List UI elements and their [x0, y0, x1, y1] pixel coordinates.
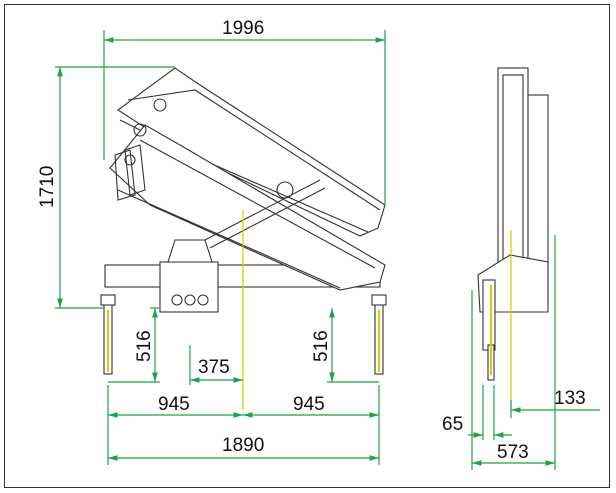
- dim-1710: 1710: [37, 166, 58, 208]
- dim-1890: 1890: [222, 435, 264, 456]
- dimension-lines: [55, 30, 600, 470]
- dim-516-left: 516: [134, 330, 155, 362]
- dim-375: 375: [198, 357, 230, 378]
- dim-133: 133: [554, 388, 586, 409]
- lower-boom: [109, 124, 386, 291]
- dim-945-right: 945: [293, 394, 325, 415]
- dim-573: 573: [497, 442, 529, 463]
- dim-65: 65: [442, 414, 463, 435]
- dim-516-right: 516: [311, 330, 332, 362]
- dim-1996: 1996: [222, 18, 264, 39]
- column: [167, 239, 213, 263]
- dimension-labels: 1996 1710 516 516 375 945 945 1890 65 13…: [37, 18, 586, 463]
- crane-front-view: [100, 67, 387, 410]
- dim-945-left: 945: [158, 394, 190, 415]
- crane-side-view: [477, 67, 549, 410]
